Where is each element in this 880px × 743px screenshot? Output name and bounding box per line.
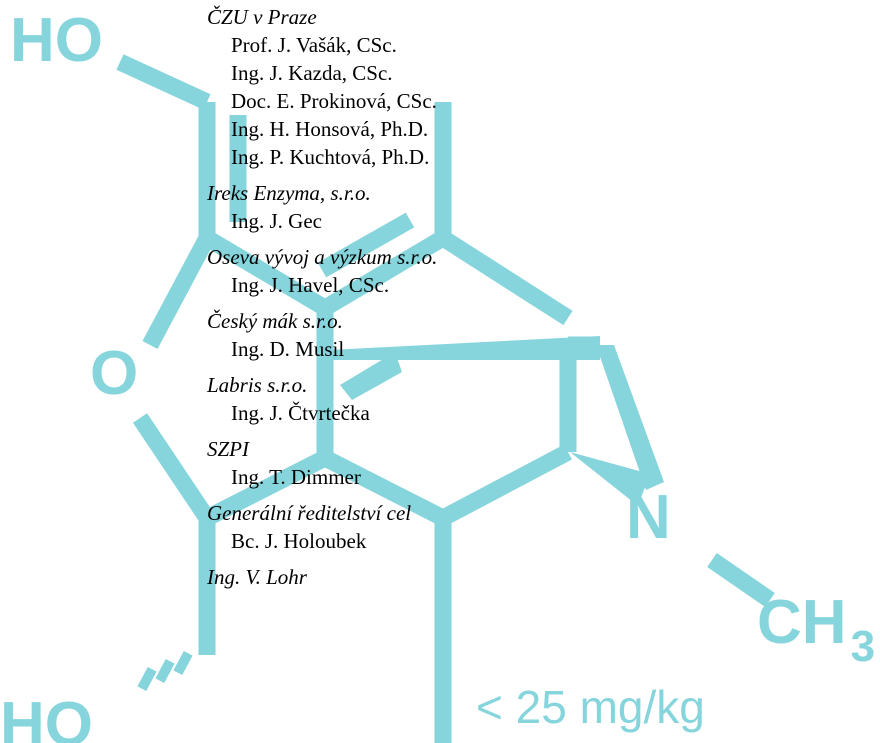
bond (320, 230, 448, 316)
group-cesky-mak: Český mák s.r.o. Ing. D. Musil (207, 307, 437, 363)
person-name: Doc. E. Prokinová, CSc. (231, 89, 437, 113)
wedge-bond (330, 336, 600, 360)
hash-bond (173, 650, 193, 676)
org-name: Generální ředitelství cel (207, 501, 412, 525)
org-name: Ireks Enzyma, s.r.o. (207, 181, 371, 205)
person-name: Ing. P. Kuchtová, Ph.D. (231, 145, 430, 169)
nitrogen-label: N (626, 483, 671, 552)
person-name: Ing. T. Dimmer (231, 465, 361, 489)
limit-value: < 25 mg/kg (476, 681, 705, 733)
bond-n-ch3 (707, 553, 775, 607)
group-lohr: Ing. V. Lohr (207, 563, 437, 591)
bond (202, 230, 330, 316)
methyl-subscript: 3 (850, 622, 876, 671)
group-customs: Generální ředitelství cel Bc. J. Holoube… (207, 499, 437, 555)
hash-bond (155, 658, 175, 684)
group-szpi: SZPI Ing. T. Dimmer (207, 435, 437, 491)
hash-bond (137, 666, 157, 692)
org-name: Ing. V. Lohr (207, 565, 307, 589)
org-name: ČZU v Praze (207, 5, 317, 29)
person-name: Bc. J. Holoubek (231, 529, 367, 553)
hydroxyl-label-top: HO (10, 6, 103, 75)
bond (132, 413, 215, 523)
bond (321, 450, 447, 526)
bold-bond (596, 345, 664, 490)
person-name: Prof. J. Vašák, CSc. (231, 33, 397, 57)
person-name: Ing. J. Gec (231, 209, 322, 233)
org-name: SZPI (207, 437, 249, 461)
contributors-list: ČZU v Praze Prof. J. Vašák, CSc. Ing. J.… (207, 3, 437, 591)
bond (439, 444, 572, 526)
group-oseva: Oseva vývoj a výzkum s.r.o. Ing. J. Have… (207, 243, 437, 299)
hydroxyl-label-bottom: HO (0, 690, 93, 743)
bond-ho-top (116, 54, 211, 110)
methyl-label: CH3 (757, 592, 875, 669)
oxygen-label: O (90, 339, 139, 408)
group-labris: Labris s.r.o. Ing. J. Čtvrtečka (207, 371, 437, 427)
person-name: Ing. H. Honsová, Ph.D. (231, 117, 429, 141)
wedge-bond (340, 352, 402, 400)
bond (142, 234, 215, 349)
methyl-label-text: CH (757, 588, 847, 657)
org-name: Oseva vývoj a výzkum s.r.o. (207, 245, 438, 269)
org-name: Český mák s.r.o. (207, 309, 343, 333)
bond (438, 230, 573, 326)
bond (203, 450, 329, 526)
org-name: Labris s.r.o. (207, 373, 308, 397)
group-ireks: Ireks Enzyma, s.r.o. Ing. J. Gec (207, 179, 437, 235)
wedge-bond (570, 452, 650, 506)
person-name: Ing. D. Musil (231, 337, 345, 361)
person-name: Ing. J. Havel, CSc. (231, 273, 390, 297)
bond (317, 212, 415, 278)
person-name: Ing. J. Čtvrtečka (231, 401, 370, 425)
group-czu: ČZU v Praze Prof. J. Vašák, CSc. Ing. J.… (207, 3, 437, 171)
person-name: Ing. J. Kazda, CSc. (231, 61, 393, 85)
